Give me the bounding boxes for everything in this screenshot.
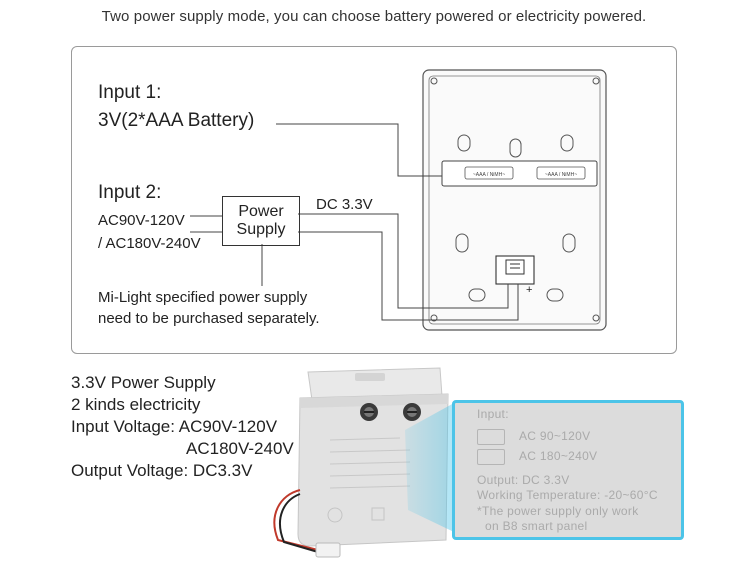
battery-slot-left-label: ~AAA / NiMH~ [473, 172, 505, 178]
label-zoom-inset: Input: AC 90~120V AC 180~240V Output: DC… [452, 400, 684, 540]
battery-slot-right-label: ~AAA / NiMH~ [545, 172, 577, 178]
caption: Two power supply mode, you can choose ba… [101, 8, 647, 25]
terminal-plus-label: + [526, 284, 532, 296]
zoom-ac-range-1: AC 90~120V [519, 429, 591, 443]
zoom-checkbox-ac1 [477, 429, 505, 445]
zoom-checkbox-ac2 [477, 449, 505, 465]
spec-title: 3.3V Power Supply [71, 373, 216, 392]
purchase-note-line2: need to be purchased separately. [98, 310, 320, 327]
purchase-note-line1: Mi-Light specified power supply [98, 289, 308, 306]
spec-input-voltage: Input Voltage: AC90V-120V [71, 417, 278, 436]
spec-electricity-kinds: 2 kinds electricity [71, 395, 201, 414]
zoom-temperature: Working Temperature: -20~60°C [477, 488, 658, 502]
input1-title: Input 1: [98, 82, 162, 103]
zoom-ac-range-2: AC 180~240V [519, 449, 598, 463]
zoom-note-line1: *The power supply only work [477, 504, 639, 518]
ac-range-2: / AC180V-240V [98, 235, 201, 252]
wiring-lines [190, 123, 519, 321]
spec-input-voltage-alt: AC180V-240V [186, 439, 294, 458]
smart-panel-back-plate: ~AAA / NiMH~ ~AAA / NiMH~ + [422, 69, 607, 331]
power-supply-specs: 3.3V Power Supply 2 kinds electricity In… [71, 372, 294, 482]
zoom-note-line2: on B8 smart panel [485, 519, 588, 533]
power-supply-label-line2: Supply [236, 221, 286, 238]
zoom-input-label: Input: [477, 407, 509, 421]
power-supply-box: Power Supply [222, 196, 300, 246]
ac-range-1: AC90V-120V [98, 212, 185, 229]
spec-output-voltage: Output Voltage: DC3.3V [71, 461, 253, 480]
zoom-output: Output: DC 3.3V [477, 473, 570, 487]
input2-title: Input 2: [98, 182, 162, 203]
input1-description: 3V(2*AAA Battery) [98, 110, 255, 131]
power-supply-label-line1: Power [238, 203, 284, 220]
dc-output-label: DC 3.3V [316, 196, 373, 213]
